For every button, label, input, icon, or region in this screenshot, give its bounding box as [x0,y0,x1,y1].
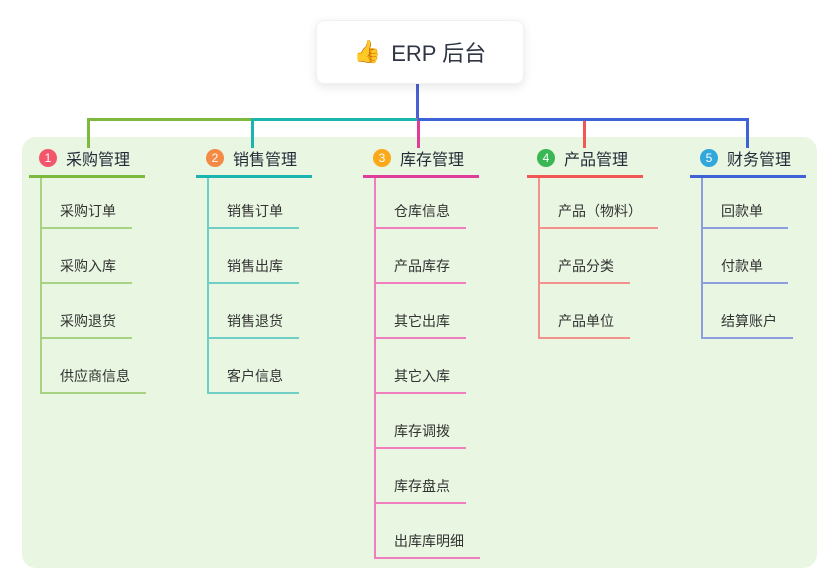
connector-branch3-drop [417,118,420,148]
thumbs-up-icon: 👍 [353,39,382,64]
node-product-category[interactable]: 产品分类 [540,229,630,284]
branch-inventory-items: 仓库信息 产品库存 其它出库 其它入库 库存调拨 库存盘点 出库库明细 [374,178,480,559]
branch-sales: 2 销售管理 销售订单 销售出库 销售退货 客户信息 [196,146,312,394]
branch-title-label: 库存管理 [400,151,465,169]
branch-title-inventory[interactable]: 3 库存管理 [363,146,479,178]
node-sales-order[interactable]: 销售订单 [209,178,299,229]
node-purchase-order[interactable]: 采购订单 [42,178,132,229]
node-supplier-info[interactable]: 供应商信息 [42,339,146,394]
branch-title-product[interactable]: 4 产品管理 [527,146,643,178]
root-node-label: ERP 后台 [391,41,487,66]
connector-branch2-horizontal [251,118,418,121]
branch-title-sales[interactable]: 2 销售管理 [196,146,312,178]
badge-5: 5 [700,148,718,167]
node-product-material[interactable]: 产品（物料） [540,178,658,229]
badge-3: 3 [373,148,391,167]
connector-branch2-drop [251,118,254,148]
node-other-outbound[interactable]: 其它出库 [376,284,466,339]
node-stock-transfer[interactable]: 库存调拨 [376,394,466,449]
branch-inventory: 3 库存管理 仓库信息 产品库存 其它出库 其它入库 库存调拨 库存盘点 出库库… [363,146,480,559]
root-node-erp[interactable]: 👍 ERP 后台 [316,20,524,84]
branch-title-label: 销售管理 [233,151,298,169]
branch-title-purchase[interactable]: 1 采购管理 [29,146,145,178]
badge-1: 1 [39,148,57,167]
node-sales-return[interactable]: 销售退货 [209,284,299,339]
connector-root-vertical [416,82,419,119]
node-purchase-return[interactable]: 采购退货 [42,284,132,339]
node-customer-info[interactable]: 客户信息 [209,339,299,394]
branch-title-label: 财务管理 [727,151,792,169]
branch-product: 4 产品管理 产品（物料） 产品分类 产品单位 [527,146,658,339]
node-outbound-detail[interactable]: 出库库明细 [376,504,480,559]
connector-branch1-drop [87,118,90,148]
branches-panel [22,137,817,568]
branch-title-label: 采购管理 [66,151,131,169]
badge-2: 2 [206,148,224,167]
connector-branch4-drop [583,121,586,148]
connector-branch1-horizontal [87,118,254,121]
branch-finance-items: 回款单 付款单 结算账户 [701,178,793,339]
node-product-unit[interactable]: 产品单位 [540,284,630,339]
node-product-stock[interactable]: 产品库存 [376,229,466,284]
node-stock-count[interactable]: 库存盘点 [376,449,466,504]
branch-product-items: 产品（物料） 产品分类 产品单位 [538,178,658,339]
node-other-inbound[interactable]: 其它入库 [376,339,466,394]
connector-branch5-drop [746,118,749,148]
branch-purchase: 1 采购管理 采购订单 采购入库 采购退货 供应商信息 [29,146,146,394]
branch-finance: 5 财务管理 回款单 付款单 结算账户 [690,146,806,339]
branch-title-finance[interactable]: 5 财务管理 [690,146,806,178]
node-receipt-bill[interactable]: 回款单 [703,178,788,229]
node-payment-bill[interactable]: 付款单 [703,229,788,284]
node-settlement-account[interactable]: 结算账户 [703,284,793,339]
branch-sales-items: 销售订单 销售出库 销售退货 客户信息 [207,178,299,394]
branch-purchase-items: 采购订单 采购入库 采购退货 供应商信息 [40,178,146,394]
node-sales-outbound[interactable]: 销售出库 [209,229,299,284]
badge-4: 4 [537,148,555,167]
node-warehouse-info[interactable]: 仓库信息 [376,178,466,229]
node-purchase-inbound[interactable]: 采购入库 [42,229,132,284]
connector-branch5-horizontal [418,118,749,121]
branch-title-label: 产品管理 [564,151,629,169]
